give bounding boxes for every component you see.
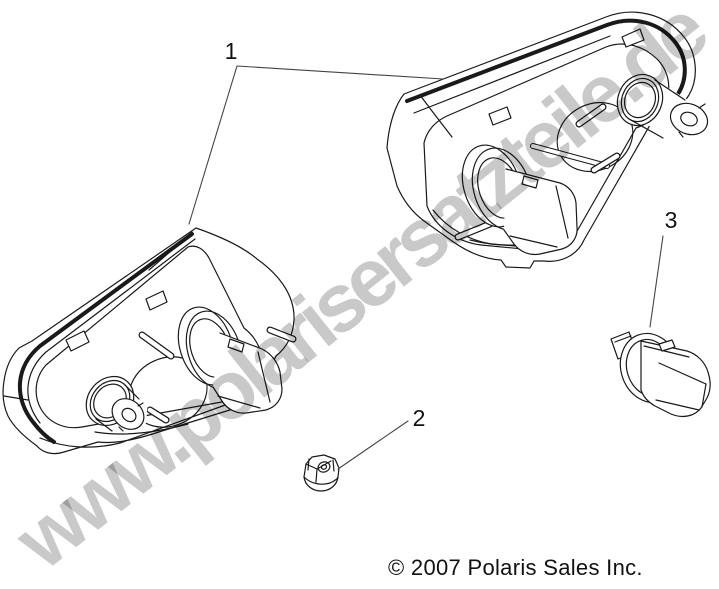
leader-line-1 [189, 66, 443, 224]
beak-crease [149, 232, 192, 270]
wedge-socket [452, 137, 577, 254]
wedge-socket [169, 300, 282, 413]
leader-line-3 [650, 236, 663, 327]
socket-latch [659, 340, 675, 351]
bulb-socket-part [611, 326, 710, 417]
lens-strip-edge [28, 239, 195, 423]
mount-tab [489, 107, 511, 125]
tail-light-assembly-left [3, 228, 294, 454]
leader-lines [189, 66, 663, 469]
brace-rod [533, 146, 607, 166]
interior-curve [95, 424, 188, 434]
mount-tab [66, 331, 89, 351]
mount-tab [146, 291, 167, 310]
flange-nut-part [304, 455, 339, 491]
lens-strip [20, 234, 192, 442]
housing-outline [387, 12, 695, 268]
lens-strip-edge [414, 36, 610, 113]
mounting-stud-long [270, 330, 293, 339]
beak-crease [420, 95, 452, 137]
callout-1-label: 1 [225, 38, 238, 64]
mounting-studs [458, 107, 617, 237]
round-socket [610, 68, 712, 140]
left-end-crease [4, 396, 28, 400]
tail-light-assembly-right [387, 12, 712, 268]
socket-body [641, 341, 710, 416]
callout-3-label: 3 [665, 207, 678, 233]
copyright-text: © 2007 Polaris Sales Inc. [388, 555, 643, 580]
inner-wall-line [40, 404, 228, 447]
mount-tab [622, 29, 644, 47]
callout-2-label: 2 [413, 405, 426, 431]
leader-line-2 [338, 421, 408, 469]
mounting-studs [142, 335, 171, 420]
round-socket [76, 367, 148, 432]
